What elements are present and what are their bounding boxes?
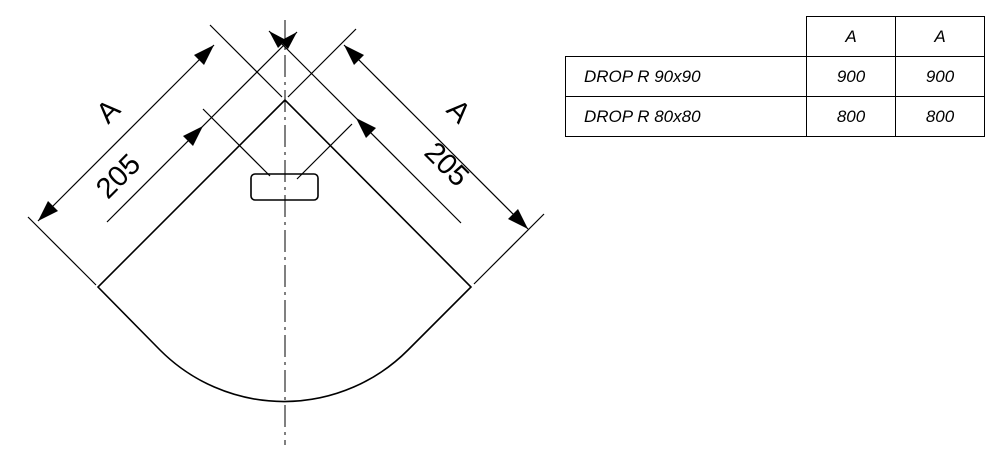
table-header: A	[806, 16, 896, 57]
table-cell-name: DROP R 80x80	[565, 96, 807, 137]
table-header-row: A A	[565, 16, 985, 57]
arrow-left-inner	[183, 126, 203, 146]
dim-line-right-outer	[343, 44, 529, 230]
dim-label-right-inner: 205	[418, 136, 475, 193]
drain-extension-right	[296, 123, 353, 180]
dim-label-left-inner: 205	[90, 148, 147, 205]
arrow-right-outer-bottom	[508, 209, 528, 229]
table-cell-value: 800	[895, 96, 985, 137]
table-row: DROP R 90x90 900 900	[565, 56, 985, 97]
table-corner-cell	[565, 16, 807, 57]
drain-extension-left	[202, 108, 271, 177]
arrow-apex-inner-right	[269, 31, 286, 48]
table-header: A	[895, 16, 985, 57]
table-cell-value: 900	[895, 56, 985, 97]
apex-extension-left	[209, 24, 283, 98]
arrow-left-outer-bottom	[38, 201, 58, 221]
dim-line-left-outer	[37, 44, 215, 222]
apex-extension-right	[287, 28, 357, 98]
tray-outline	[96, 98, 473, 403]
left-corner-extension	[27, 216, 97, 286]
table-cell-value: 900	[806, 56, 896, 97]
right-corner-extension	[473, 213, 545, 285]
arrow-right-outer-top	[344, 45, 364, 65]
table-row: DROP R 80x80 800 800	[565, 96, 985, 137]
arrow-left-outer-top	[194, 45, 214, 65]
table-cell-name: DROP R 90x90	[565, 56, 807, 97]
dim-label-right-outer: A	[440, 93, 477, 130]
dimension-table: A A DROP R 90x90 900 900 DROP R 80x80 80…	[565, 16, 985, 137]
arrow-apex-inner-left	[280, 32, 297, 49]
arrow-right-inner	[356, 118, 376, 138]
dim-label-left-outer: A	[90, 93, 127, 130]
table-cell-value: 800	[806, 96, 896, 137]
